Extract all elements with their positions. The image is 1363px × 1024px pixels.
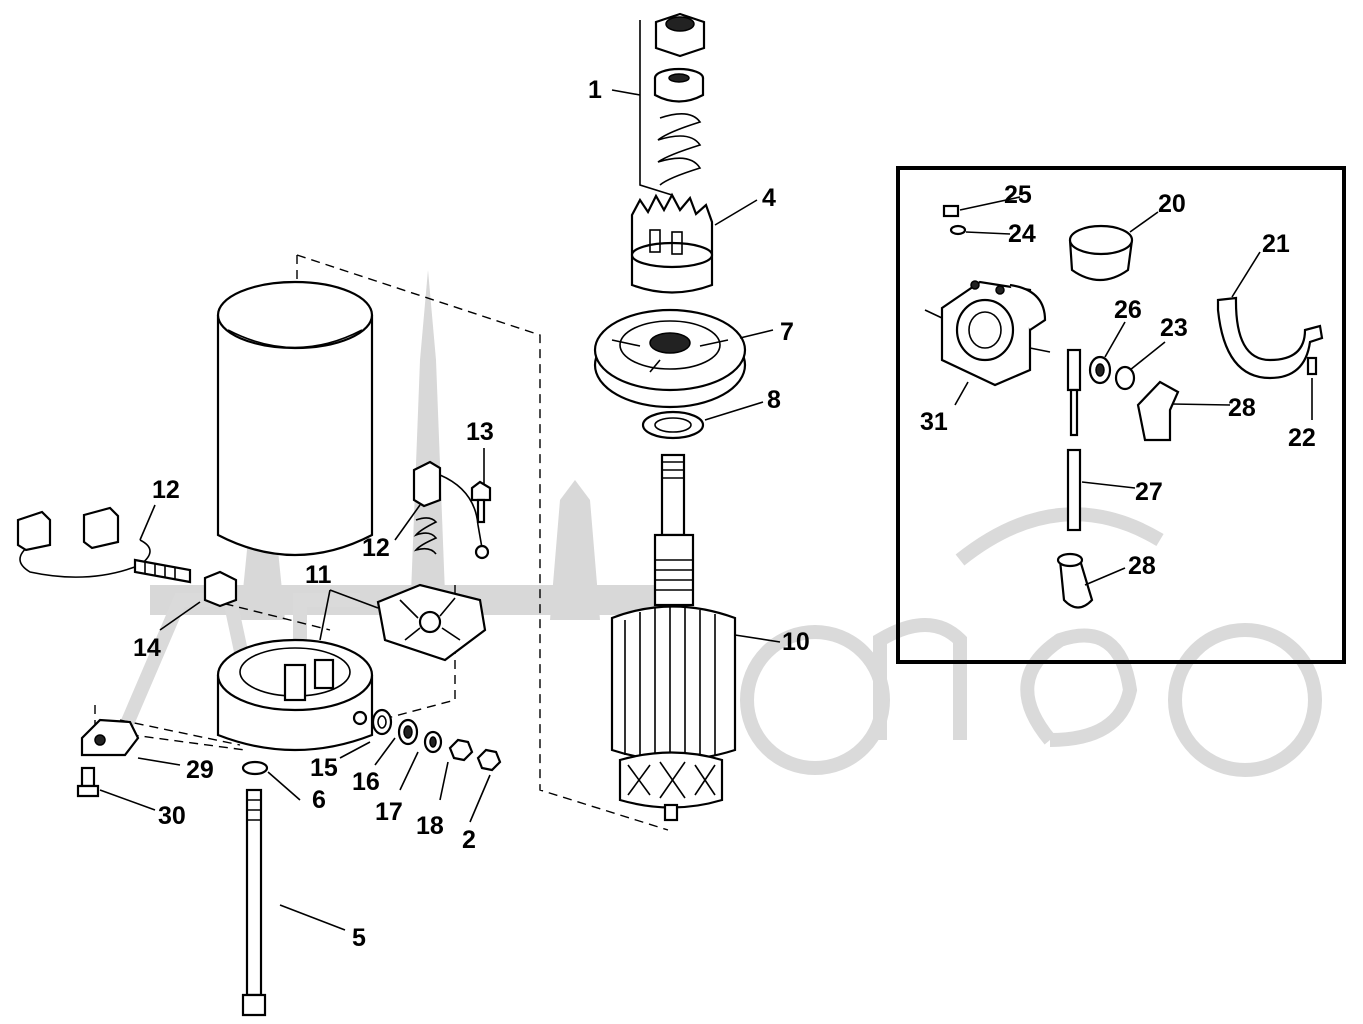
callout-18: 18 [416,812,444,840]
part-11-brush-holder [376,583,487,662]
callout-30: 30 [158,802,186,830]
callout-2: 2 [462,826,476,854]
callout-15: 15 [310,754,338,782]
part-14-terminal [203,570,238,608]
callout-28-bottom: 28 [1128,552,1156,580]
callout-6: 6 [312,786,326,814]
callout-12-left: 12 [152,476,180,504]
callout-labels: 1 4 7 8 10 12 12 13 11 14 15 16 17 18 2 … [133,76,1316,952]
part-15-end-cap [216,638,374,752]
part-4-pinion [630,192,714,294]
callout-21: 21 [1262,230,1290,258]
callout-12-right: 12 [362,534,390,562]
callout-28-top: 28 [1228,394,1256,422]
callout-10: 10 [782,628,810,656]
solenoid-inset-frame [896,166,1346,664]
callout-24: 24 [1008,220,1036,248]
callout-16: 16 [352,768,380,796]
callout-4: 4 [762,184,776,212]
part-12-brush-spring [412,460,490,560]
part-1-drive-hardware [639,12,706,196]
callout-27: 27 [1135,478,1163,506]
inset-parts [924,204,1324,609]
part-10-armature [610,453,737,822]
callout-25: 25 [1004,181,1032,209]
parts-16-18-2-hardware [371,708,502,772]
callout-8: 8 [767,386,781,414]
callout-5: 5 [352,924,366,952]
callout-26: 26 [1114,296,1142,324]
callout-1: 1 [588,76,602,104]
callout-14: 14 [133,634,161,662]
motor-housing [216,280,374,556]
callout-31: 31 [920,408,948,436]
callout-13: 13 [466,418,494,446]
leader-lines [99,89,1313,931]
part-29-30-clamp-bolt [76,718,140,798]
part-8-washer [641,410,705,440]
part-7-end-cap [593,308,747,409]
callout-17: 17 [375,798,403,826]
callout-29: 29 [186,756,214,784]
callout-11: 11 [305,561,332,589]
part-12-brush-lead [16,506,192,584]
callout-7: 7 [780,318,794,346]
part-5-6-through-bolt [241,760,269,1017]
part-13-screw [470,480,492,524]
callout-20: 20 [1158,190,1186,218]
callout-22: 22 [1288,424,1316,452]
callout-23: 23 [1160,314,1188,342]
